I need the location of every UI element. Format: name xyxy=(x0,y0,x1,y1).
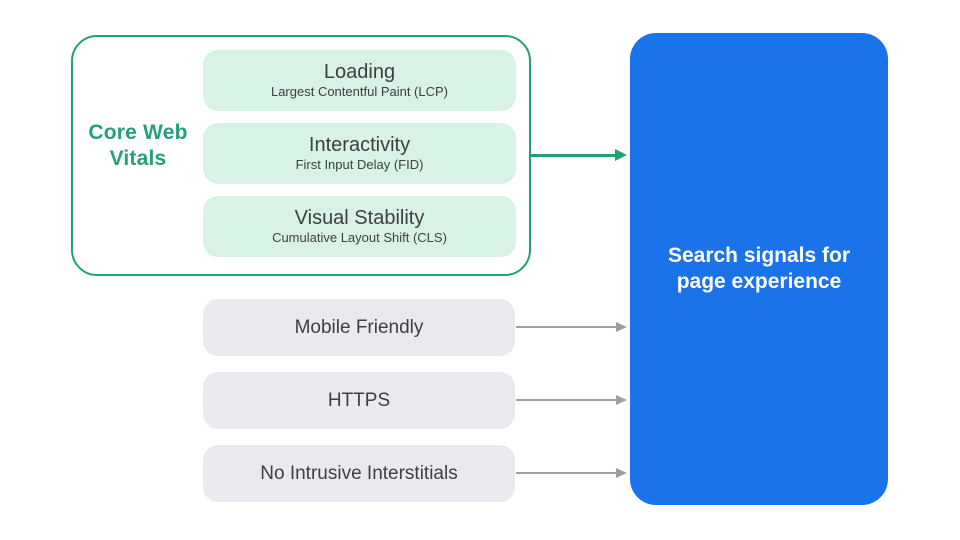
vital-title-interactivity: Interactivity xyxy=(308,134,411,156)
vital-title-visual-stability: Visual Stability xyxy=(294,207,425,229)
search-signals-label: Search signals for page experience xyxy=(667,244,851,293)
arrow-shaft xyxy=(531,153,615,157)
core-web-vitals-label: Core Web Vitals xyxy=(88,121,188,170)
arrow-mobile-friendly-to-result xyxy=(516,321,627,333)
vital-subtitle-lcp: Largest Contentful Paint (LCP) xyxy=(270,84,449,99)
arrowhead-icon xyxy=(615,149,627,161)
vital-subtitle-fid: First Input Delay (FID) xyxy=(295,157,424,172)
signal-card-mobile-friendly: Mobile Friendly xyxy=(203,299,515,356)
arrowhead-icon xyxy=(616,468,627,478)
arrowhead-icon xyxy=(616,322,627,332)
arrow-no-intrusive-interstitials-to-result xyxy=(516,467,627,479)
vital-title-loading: Loading xyxy=(323,61,396,83)
arrow-https-to-result xyxy=(516,394,627,406)
arrow-shaft xyxy=(516,326,616,328)
arrow-core-web-vitals-to-result xyxy=(531,149,627,161)
signal-card-no-intrusive-interstitials: No Intrusive Interstitials xyxy=(203,445,515,502)
arrow-shaft xyxy=(516,472,616,474)
vital-card-visual-stability: Visual Stability Cumulative Layout Shift… xyxy=(203,196,516,257)
arrow-shaft xyxy=(516,399,616,401)
arrowhead-icon xyxy=(616,395,627,405)
search-signals-panel: Search signals for page experience xyxy=(630,33,888,505)
vital-card-loading: Loading Largest Contentful Paint (LCP) xyxy=(203,50,516,111)
vital-card-interactivity: Interactivity First Input Delay (FID) xyxy=(203,123,516,184)
signal-card-https: HTTPS xyxy=(203,372,515,429)
vital-subtitle-cls: Cumulative Layout Shift (CLS) xyxy=(272,230,447,245)
